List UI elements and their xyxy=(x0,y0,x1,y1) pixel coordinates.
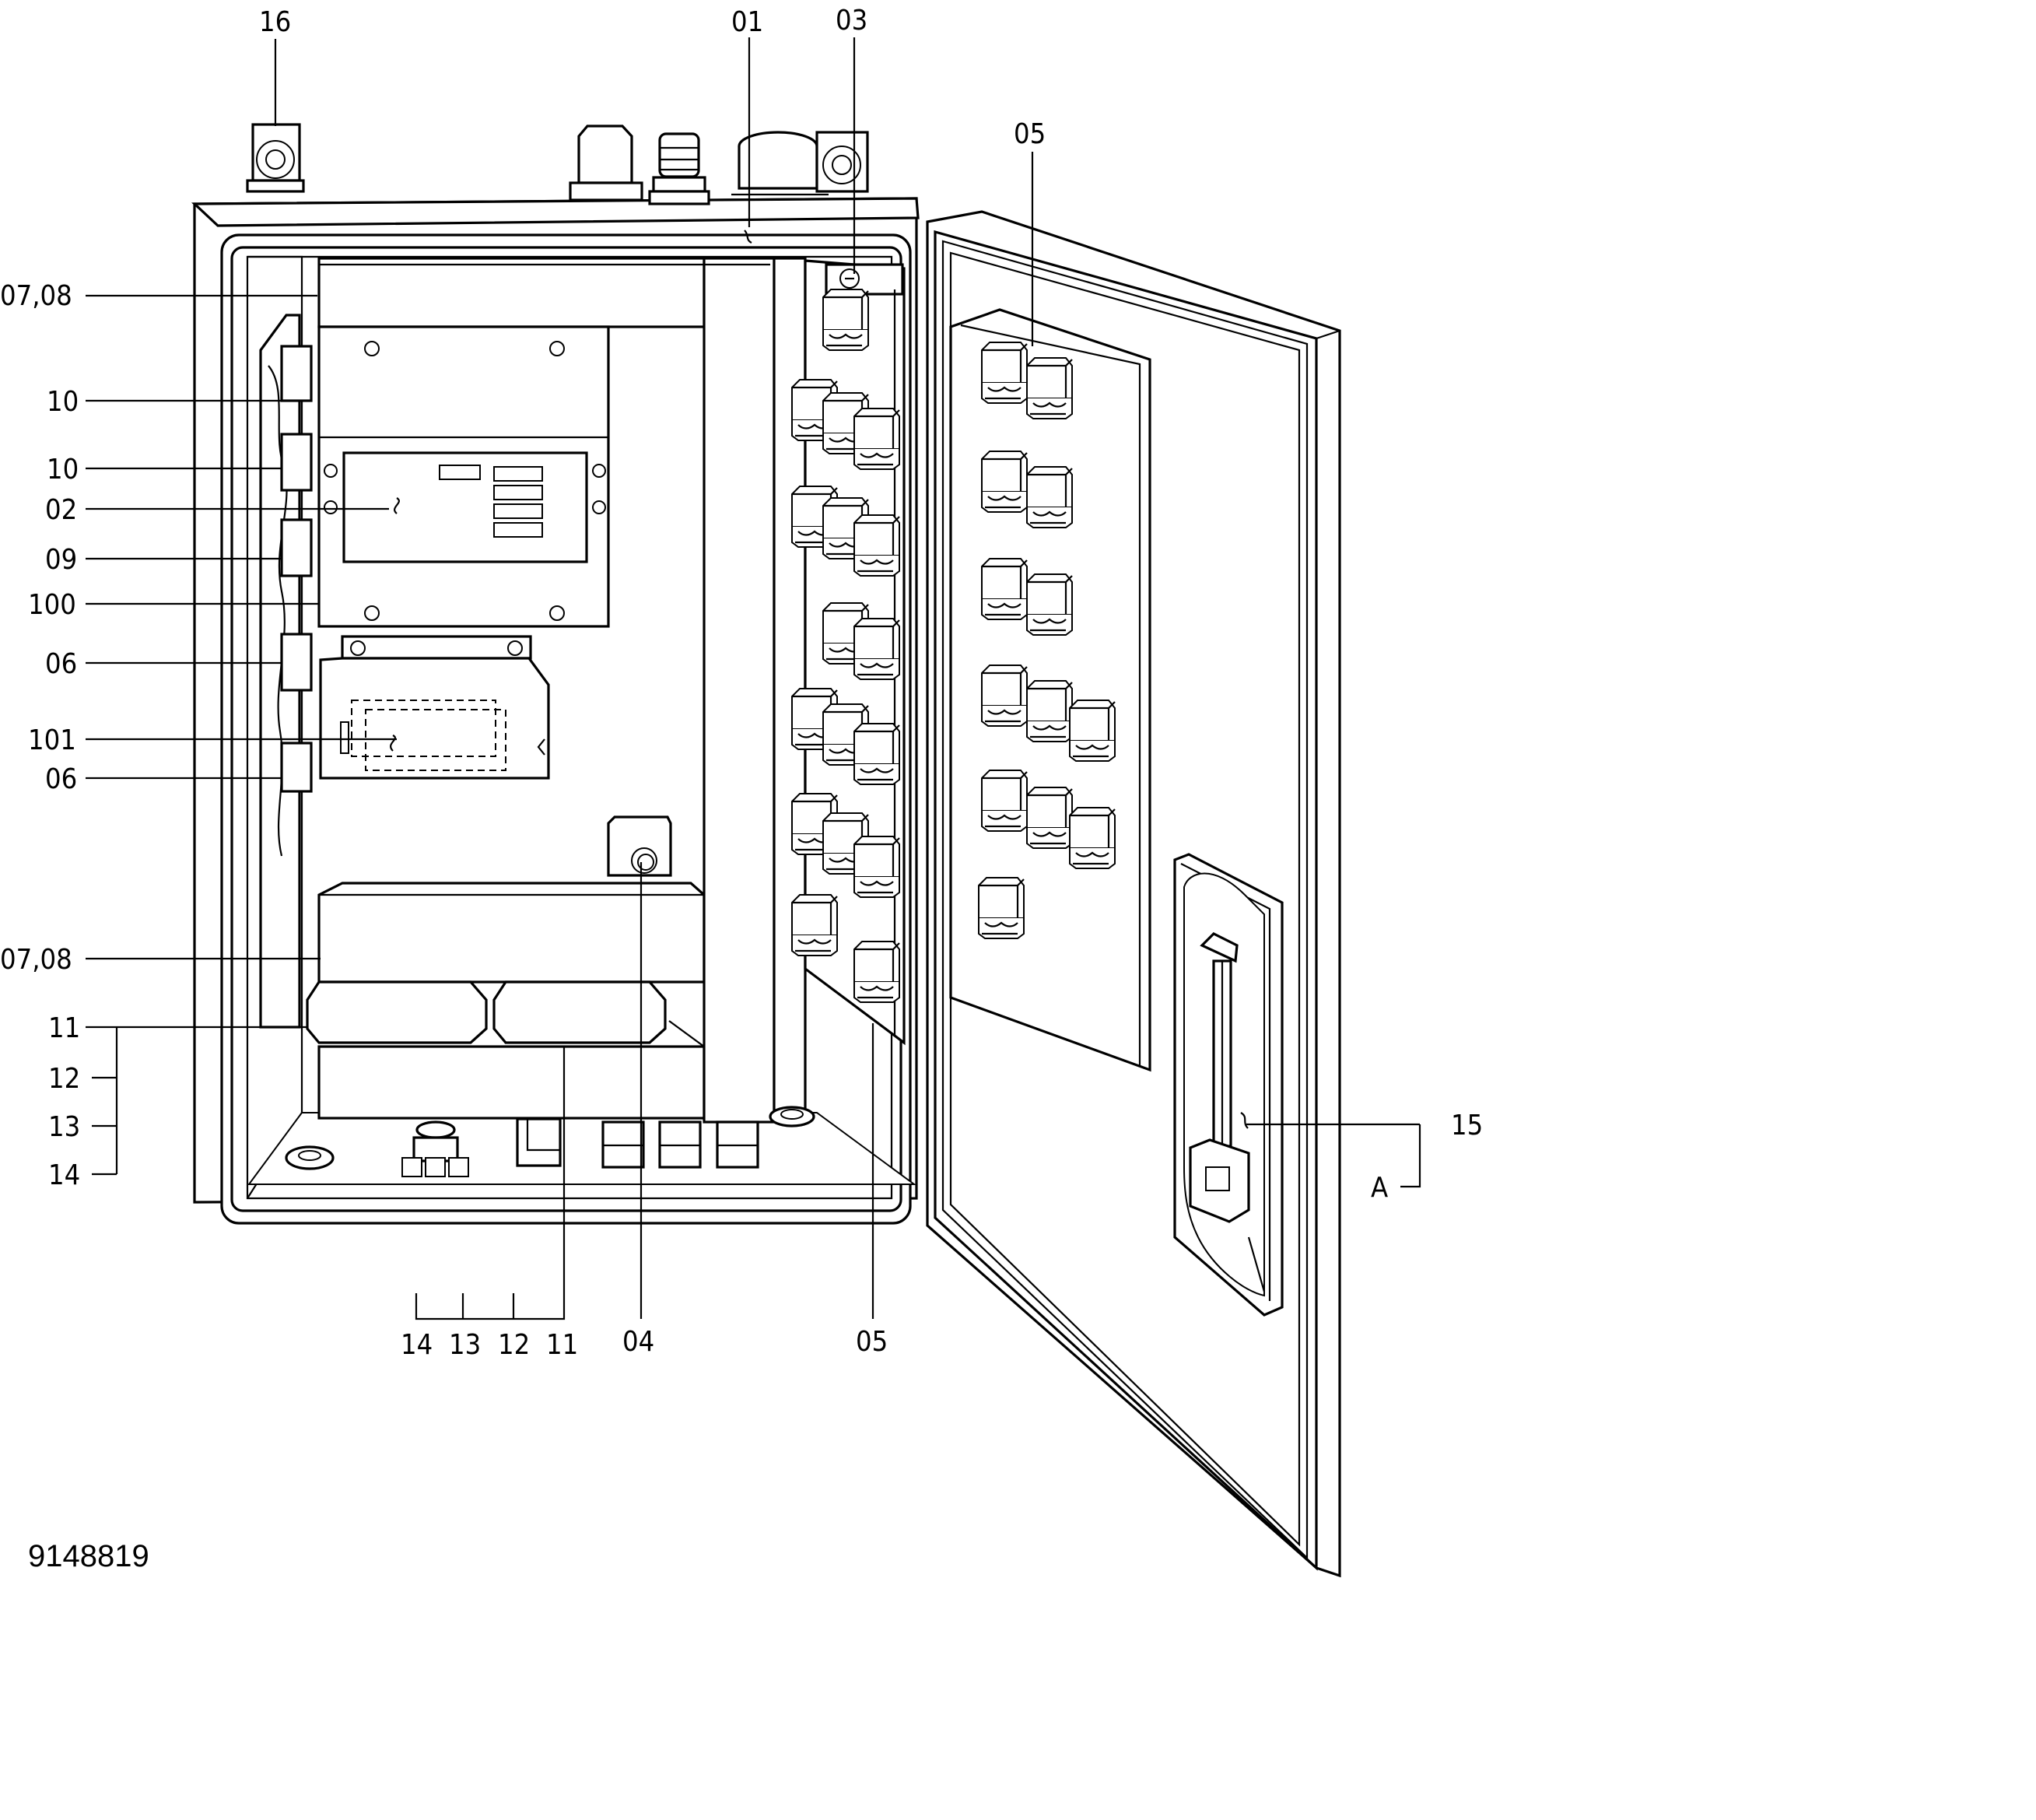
label-10-b: 10 xyxy=(47,454,79,486)
lower-assembly xyxy=(306,882,706,1120)
floor-glands xyxy=(285,1117,759,1177)
relay-panel-door xyxy=(949,308,1151,1072)
label-12-bot: 12 xyxy=(498,1329,530,1361)
left-rail xyxy=(259,314,313,1029)
label-14-left: 14 xyxy=(48,1159,80,1191)
label-100: 100 xyxy=(28,589,76,621)
leader-lines xyxy=(86,37,1421,1320)
upper-rail xyxy=(317,257,706,328)
module-101 xyxy=(319,635,550,780)
module-02 xyxy=(317,325,610,628)
callout-labels: 16 01 03 05 07,08 10 10 02 09 100 06 101… xyxy=(0,5,1483,1361)
label-13-bot: 13 xyxy=(449,1329,481,1361)
label-11-left: 11 xyxy=(48,1012,80,1044)
door-handle xyxy=(1173,853,1284,1317)
figure-id: 9148819 xyxy=(28,1539,149,1573)
component-04 xyxy=(607,815,672,877)
label-15: 15 xyxy=(1451,1110,1483,1141)
label-06-a: 06 xyxy=(45,648,77,680)
label-0708-top: 07,08 xyxy=(0,280,72,312)
label-12-left: 12 xyxy=(48,1063,80,1095)
label-04: 04 xyxy=(622,1326,654,1358)
roof-equipment xyxy=(246,123,869,205)
label-09: 09 xyxy=(45,544,77,576)
label-10-a: 10 xyxy=(47,386,79,418)
label-03: 03 xyxy=(836,5,867,37)
label-02: 02 xyxy=(45,494,77,526)
label-11-bot: 11 xyxy=(546,1329,578,1361)
label-14-bot: 14 xyxy=(401,1329,433,1361)
label-101: 101 xyxy=(28,724,76,756)
relay-panel-inner xyxy=(790,259,906,1046)
label-01: 01 xyxy=(731,6,763,38)
label-05-bot: 05 xyxy=(856,1326,888,1358)
label-13-left: 13 xyxy=(48,1111,80,1143)
label-0708-bot: 07,08 xyxy=(0,944,72,976)
label-16: 16 xyxy=(259,6,291,38)
label-A: A xyxy=(1371,1172,1388,1204)
label-06-b: 06 xyxy=(45,763,77,795)
vertical-duct xyxy=(703,257,815,1127)
label-05-top: 05 xyxy=(1014,118,1046,150)
